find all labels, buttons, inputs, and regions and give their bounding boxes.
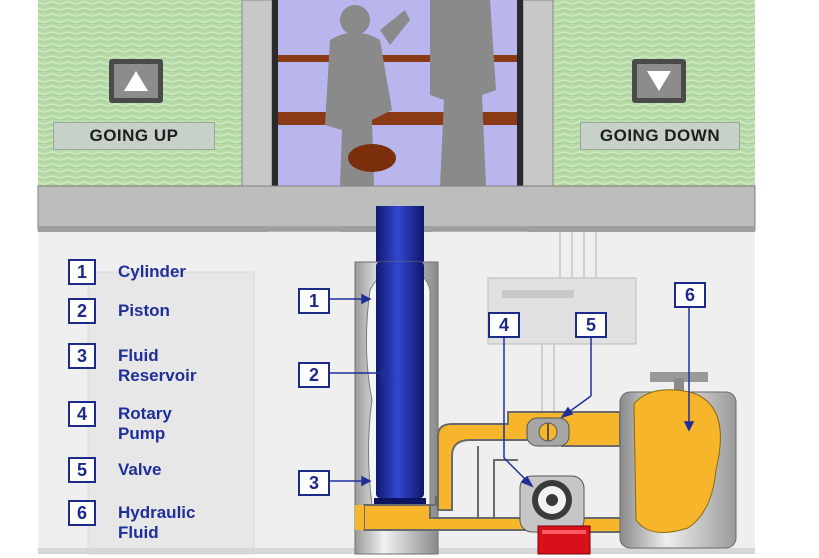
going-up-indicator [109,59,163,103]
legend-item-piston: 2 Piston [68,298,238,324]
legend-item-valve: 5 Valve [68,457,238,483]
shaft-frame-right [522,0,554,187]
callout-arrows [330,293,695,488]
triangle-down-icon [647,71,671,91]
legend-label: Piston [118,301,170,320]
shaft-frame-left [241,0,273,187]
callout-valve: 5 [575,312,607,338]
triangle-up-icon [124,71,148,91]
going-up-label: GOING UP [53,122,215,150]
callout-rotary-pump: 4 [488,312,520,338]
legend-number: 6 [68,500,96,526]
legend-item-cylinder: 1 Cylinder [68,259,238,285]
legend-label: Valve [118,460,162,479]
piston-base [374,498,426,505]
conduits [541,232,597,420]
legend-number: 5 [68,457,96,483]
fluid-tank [619,372,737,549]
going-down-indicator [632,59,686,103]
going-down-label: GOING DOWN [580,122,740,150]
ram [376,206,424,262]
legend-label: Rotary Pump [118,404,172,443]
legend-item-fluid-reservoir: 3 Fluid Reservoir [68,343,238,386]
lower-room-door [87,271,255,555]
piston [376,262,424,498]
callout-hydraulic-fluid: 6 [674,282,706,308]
panel-slot [502,290,574,298]
legend-item-rotary-pump: 4 Rotary Pump [68,401,238,444]
elevator-car [271,0,524,207]
legend-number: 1 [68,259,96,285]
callout-piston: 2 [298,362,330,388]
callout-cylinder: 1 [298,288,330,314]
legend-label: Cylinder [118,262,187,281]
legend-number: 3 [68,343,96,369]
legend-number: 4 [68,401,96,427]
callout-fluid-reservoir: 3 [298,470,330,496]
legend-label: Hydraulic Fluid [118,503,196,542]
legend-label: Fluid Reservoir [118,346,197,385]
rotary-pump [519,475,591,555]
legend-item-hydraulic-fluid: 6 Hydraulic Fluid [68,500,238,543]
legend-number: 2 [68,298,96,324]
valve [526,417,570,447]
